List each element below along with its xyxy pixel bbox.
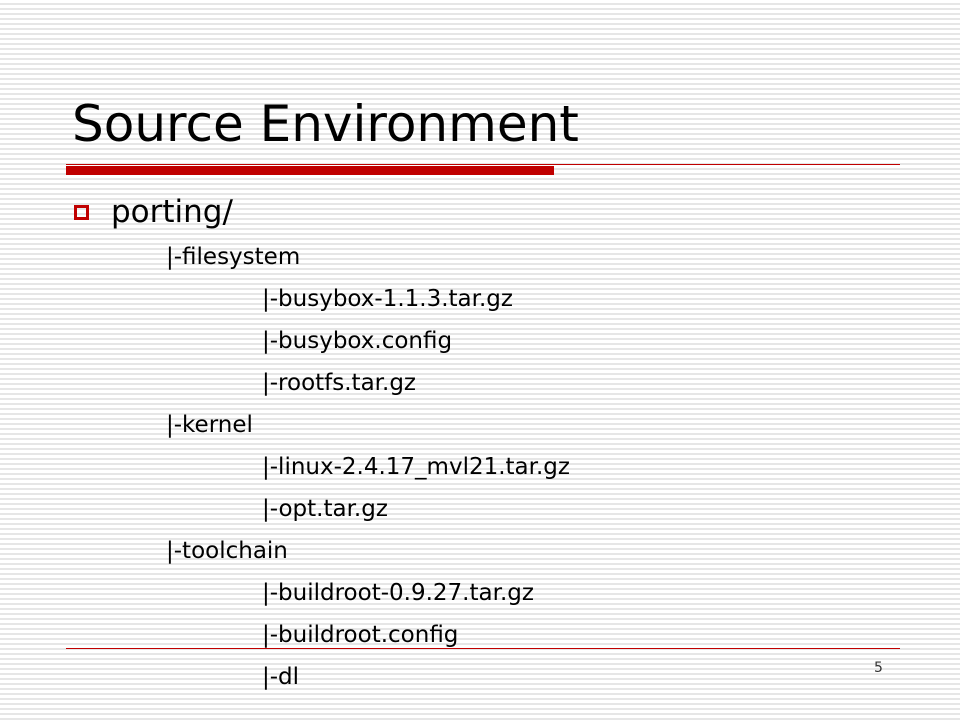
tree-line: |-linux-2.4.17_mvl21.tar.gz [262,454,570,480]
tree-line: |-toolchain [166,538,288,564]
tree-line: |-kernel [166,412,253,438]
tree-line: |-busybox-1.1.3.tar.gz [262,286,513,312]
tree-line: |-opt.tar.gz [262,496,388,522]
tree-line: |-buildroot-0.9.27.tar.gz [262,580,534,606]
tree-line: |-buildroot.config [262,622,459,648]
slide-title: Source Environment [72,95,579,153]
tree-line: |-dl [262,664,300,690]
bullet-text: porting/ [111,194,233,230]
title-underline-thin [66,164,900,165]
tree-line: |-filesystem [166,244,301,270]
bullet-item: porting/ [74,190,233,234]
tree-line: |-busybox.config [262,328,453,354]
tree-line: |-rootfs.tar.gz [262,370,416,396]
title-underline-thick [66,166,554,175]
page-number: 5 [874,660,883,676]
footer-rule [66,648,900,649]
square-bullet-icon [74,204,89,220]
